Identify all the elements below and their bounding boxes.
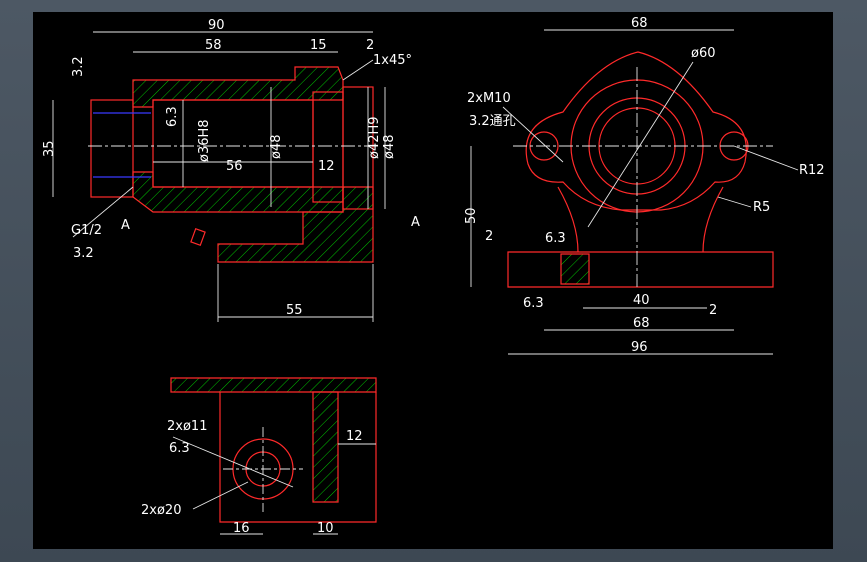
side-flange-outline — [525, 51, 747, 211]
front-right-flange — [342, 86, 374, 210]
side-web — [557, 186, 724, 253]
roughness-32-thread: 3.2 — [73, 246, 94, 261]
dim-55: 55 — [286, 303, 303, 318]
section-top-hatch — [170, 377, 377, 393]
dim-r12: R12 — [799, 163, 825, 178]
cad-drawing: 90 58 15 2 1x45° 3.2 35 ø36H8 ø48 6.3 56… — [42, 16, 825, 536]
dim-d36h8: ø36H8 — [197, 119, 212, 162]
dim-15: 15 — [310, 38, 327, 53]
chamfer-leader — [342, 59, 374, 81]
roughness-63-front: 6.3 — [165, 106, 180, 127]
dim-chamfer: 1x45° — [373, 53, 412, 68]
front-left-flange — [90, 99, 134, 198]
leader-r5 — [717, 196, 752, 208]
dim-d48-right: ø48 — [382, 135, 397, 160]
front-view: 90 58 15 2 1x45° 3.2 35 ø36H8 ø48 6.3 56… — [42, 18, 420, 322]
section-mark-a-left: A — [121, 218, 130, 233]
side-view: 68 ø60 2xM10 3.2通孔 R12 R5 50 2 6.3 6.3 4… — [464, 16, 825, 355]
dim-40: 40 — [633, 293, 650, 308]
dim-58: 58 — [205, 38, 222, 53]
section-view: 2xø11 6.3 2xø20 16 10 12 — [141, 377, 377, 536]
dim-12-section: 12 — [346, 429, 363, 444]
side-base-outline — [507, 251, 774, 288]
dim-35: 35 — [42, 140, 57, 157]
dim-r5: R5 — [753, 200, 770, 215]
leader-m10 — [502, 106, 564, 163]
note-through-hole: 3.2通孔 — [469, 114, 516, 129]
dim-12: 12 — [318, 159, 335, 174]
dim-d60: ø60 — [691, 46, 716, 61]
dim-90: 90 — [208, 18, 225, 33]
leader-r12 — [733, 145, 799, 171]
roughness-63-section: 6.3 — [169, 441, 190, 456]
dim-2xm10: 2xM10 — [467, 91, 511, 106]
drawing-canvas: 90 58 15 2 1x45° 3.2 35 ø36H8 ø48 6.3 56… — [33, 12, 833, 549]
dim-96: 96 — [631, 340, 648, 355]
dim-50: 50 — [464, 207, 479, 224]
dim-16: 16 — [233, 521, 250, 536]
front-body-lower — [132, 171, 344, 213]
roughness-63-side-a: 6.3 — [545, 231, 566, 246]
dim-2-side-left: 2 — [485, 229, 493, 244]
dim-d42h9: ø42H9 — [367, 116, 382, 159]
thread-leader — [72, 186, 134, 238]
front-small-hole — [190, 227, 206, 247]
side-base-hatch — [560, 253, 590, 285]
dim-2xd11: 2xø11 — [167, 419, 207, 434]
dim-2: 2 — [366, 38, 374, 53]
dim-68: 68 — [633, 316, 650, 331]
section-outline — [219, 392, 377, 523]
dim-2-side-right: 2 — [709, 303, 717, 318]
section-wall-hatch — [312, 391, 339, 503]
roughness-63-side-b: 6.3 — [523, 296, 544, 311]
leader-d60 — [587, 61, 694, 228]
dim-2xd20: 2xø20 — [141, 503, 181, 518]
dim-68-top: 68 — [631, 16, 648, 31]
front-right-bore — [312, 91, 344, 203]
leader-d11 — [172, 436, 294, 488]
front-body-upper — [132, 66, 344, 108]
dim-56: 56 — [226, 159, 243, 174]
dim-10: 10 — [317, 521, 334, 536]
leader-d20 — [192, 481, 249, 510]
dim-thread-g12: G1/2 — [71, 223, 102, 238]
roughness-top: 3.2 — [71, 56, 86, 77]
dim-d48: ø48 — [269, 135, 284, 160]
section-mark-a-right: A — [411, 215, 420, 230]
